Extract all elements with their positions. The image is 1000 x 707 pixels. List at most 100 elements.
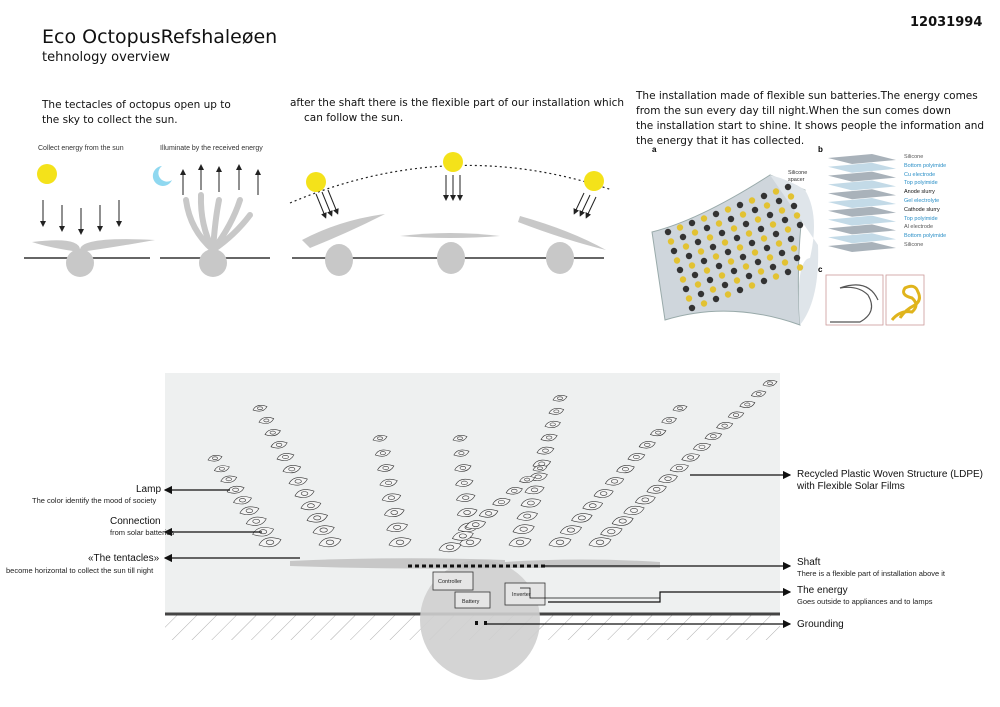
woven-cell [438, 542, 462, 553]
woven-cell-ring [577, 515, 586, 521]
woven-cell [245, 516, 267, 526]
woven-cell [571, 513, 593, 523]
woven-cell-ring [511, 488, 518, 493]
battery-layer [828, 233, 896, 244]
woven-cell-ring [382, 466, 389, 470]
battery-layer [828, 242, 896, 252]
woven-cell [282, 465, 302, 474]
solar-cell [682, 285, 690, 293]
solar-cell [679, 233, 687, 241]
solar-cell [667, 238, 675, 245]
solar-cell [736, 286, 744, 294]
woven-cell-ring [515, 539, 525, 545]
solar-cell [688, 304, 696, 312]
woven-cell-ring [294, 479, 302, 484]
solar-cell [673, 257, 681, 264]
woven-cell-ring [395, 539, 405, 545]
woven-cell [478, 509, 499, 518]
battery-layer [828, 189, 896, 200]
solar-cell [775, 240, 783, 247]
solar-cell [715, 220, 723, 227]
solar-cell [760, 192, 768, 200]
woven-cell [374, 449, 391, 457]
woven-cell-ring [542, 448, 549, 453]
woven-cell [559, 525, 582, 535]
woven-cell-ring [595, 539, 605, 545]
woven-cell [465, 520, 486, 530]
woven-cell-ring [232, 487, 239, 492]
woven-cell [604, 477, 625, 486]
solar-cell [712, 253, 720, 260]
solar-cell [688, 219, 696, 227]
solar-cell [754, 216, 762, 223]
woven-cell-ring [252, 518, 261, 524]
woven-cell-ring [644, 442, 651, 447]
solar-cell [700, 257, 708, 265]
solar-cell [745, 230, 753, 237]
battery-layer [828, 162, 896, 173]
woven-cell-ring [622, 467, 629, 472]
connection-label: Connection [110, 516, 161, 527]
solar-cell [727, 258, 735, 265]
tentacles-label: «The tentacles» [88, 553, 160, 564]
energy-label: The energy [797, 585, 848, 596]
woven-cell-ring [566, 527, 575, 533]
solar-cell [685, 252, 693, 260]
woven-cell-ring [485, 511, 493, 516]
connection-sublabel: from solar batteries [110, 528, 175, 537]
woven-cell-ring [379, 451, 386, 455]
solar-cell [697, 248, 705, 255]
woven-cell [454, 464, 472, 472]
solar-cell [763, 202, 771, 209]
battery-layer-label: Bottom polyimide [904, 233, 947, 240]
woven-cell-ring [732, 413, 740, 417]
woven-cell [377, 464, 395, 472]
battery-label: Battery [462, 599, 480, 605]
woven-cell-ring [269, 430, 276, 435]
solar-cell [790, 245, 798, 252]
solar-cell [700, 215, 708, 222]
solar-cell [685, 295, 693, 302]
woven-cell [306, 513, 328, 523]
woven-cell [294, 489, 315, 498]
solar-cell [706, 234, 714, 241]
woven-cell-ring [377, 436, 383, 440]
solar-cell [772, 188, 780, 195]
solar-cell [676, 266, 684, 274]
woven-cell [552, 395, 568, 402]
battery-layer-label: Silicone [904, 242, 924, 248]
woven-cell [627, 453, 646, 461]
woven-cell-ring [459, 466, 467, 470]
panel3-text-line1: The installation made of flexible sun ba… [636, 90, 978, 102]
woven-cell-ring [537, 466, 543, 470]
woven-cell [456, 508, 478, 517]
woven-cell-ring [666, 418, 672, 423]
solar-cell [709, 243, 717, 251]
recycled-label-line1: Recycled Plastic Woven Structure (LDPE) [797, 469, 983, 480]
sun-icon-center [443, 152, 463, 172]
solar-cell [718, 229, 726, 237]
solar-cell [748, 282, 756, 289]
woven-cell [288, 477, 308, 486]
solar-cell [769, 263, 777, 271]
woven-cell-ring [393, 525, 402, 530]
solar-cell [778, 207, 786, 214]
sun-icon-right [584, 171, 604, 191]
panel1-text-line2: the sky to collect the sun. [42, 114, 178, 126]
woven-cell-ring [767, 381, 773, 385]
panel1-caption-right: Illuminate by the received energy [160, 145, 263, 152]
woven-cell [669, 463, 689, 473]
woven-cell-ring [675, 465, 683, 471]
woven-cell-ring [275, 442, 283, 447]
solar-cell [697, 290, 705, 298]
woven-cell-ring [498, 500, 505, 505]
solar-cell [784, 268, 792, 276]
woven-cell-ring [288, 467, 296, 472]
solar-cell [784, 226, 792, 233]
solar-cell [784, 183, 792, 191]
woven-cell [508, 537, 532, 548]
woven-cell [226, 485, 245, 494]
solar-cell [679, 276, 687, 283]
woven-cell-ring [553, 409, 560, 414]
battery-layer [828, 180, 896, 191]
